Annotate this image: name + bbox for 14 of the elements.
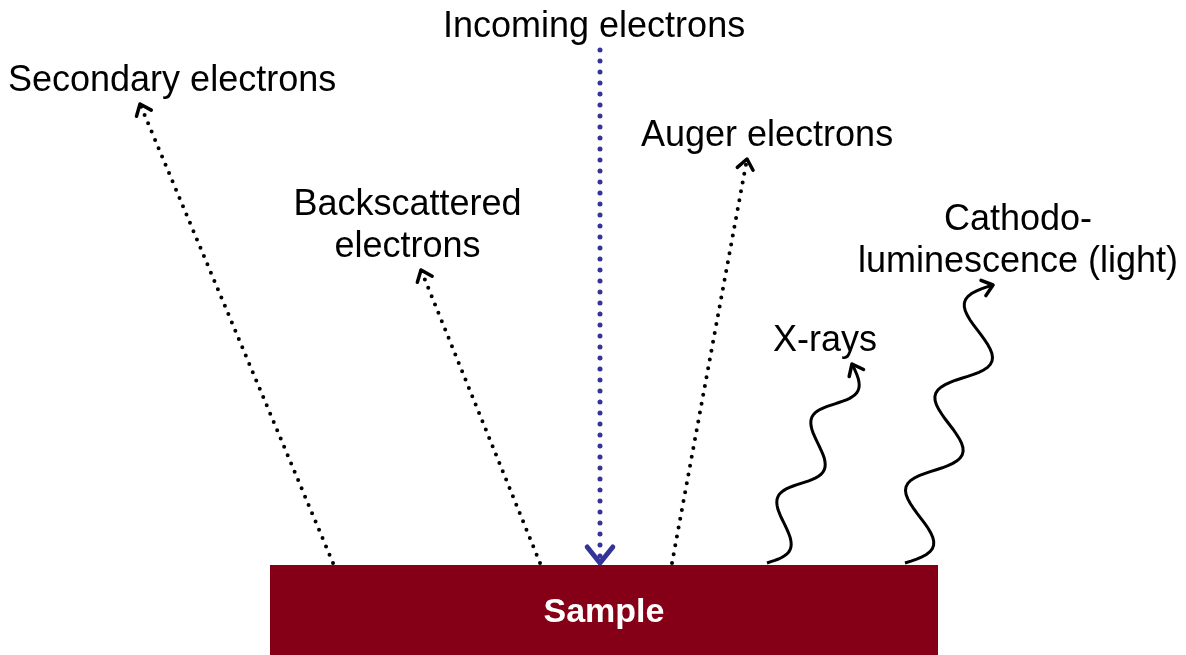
dotted-arrow: [670, 157, 755, 565]
sample-block: [270, 565, 938, 655]
radiation-label: Backscattered electrons: [280, 182, 535, 266]
dotted-arrow: [134, 102, 335, 565]
radiation-label: Auger electrons: [641, 113, 894, 155]
radiation-label: X-rays: [773, 318, 877, 360]
radiation-label: Secondary electrons: [8, 58, 337, 100]
dotted-arrow: [415, 268, 542, 565]
dotted-arrow: [584, 47, 616, 566]
radiation-label: Cathodo- luminescence (light): [848, 197, 1186, 281]
wavy-arrow: [904, 278, 995, 565]
wavy-arrow: [766, 362, 866, 565]
radiation-label: Incoming electrons: [443, 4, 746, 46]
sample-label: Sample: [543, 590, 665, 630]
